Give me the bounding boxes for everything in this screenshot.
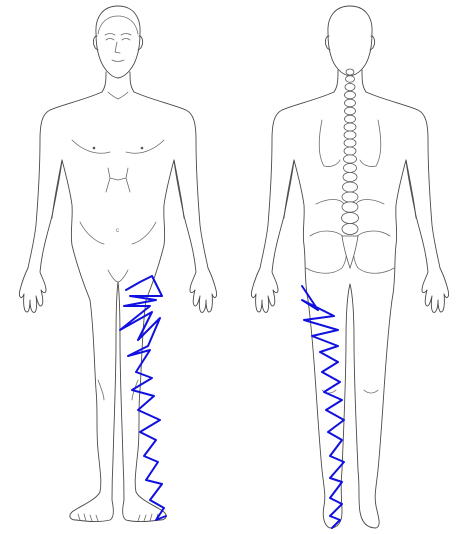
back-buttock-right <box>353 231 394 273</box>
pain-markings <box>120 276 344 528</box>
front-neck-right <box>130 72 134 92</box>
front-toes-right <box>138 514 158 521</box>
front-eye-right <box>122 39 130 41</box>
front-nipple-left <box>93 147 96 150</box>
front-neck-left <box>102 72 106 92</box>
front-hip-right <box>132 222 156 244</box>
front-groin <box>108 270 128 282</box>
front-collar <box>108 92 128 99</box>
front-hairline <box>98 16 138 34</box>
front-outline-left <box>19 92 113 522</box>
front-view: c <box>19 6 216 522</box>
front-knee-left <box>98 380 104 400</box>
back-inner-legs <box>342 284 358 470</box>
back-view <box>251 6 448 528</box>
front-toes-left <box>78 514 98 521</box>
back-buttock-left <box>306 231 347 273</box>
pain-scribble-back-leg <box>302 286 344 528</box>
back-scapula-right <box>360 120 381 167</box>
front-navel: c <box>116 228 119 234</box>
front-brow-left <box>105 34 115 36</box>
front-inner-legs <box>113 282 123 460</box>
front-nipple-right <box>141 147 144 150</box>
back-scapula-left <box>319 120 340 167</box>
back-knee-right <box>364 390 378 393</box>
back-neck-right <box>362 70 366 92</box>
front-chest-right <box>126 140 164 153</box>
front-brow-right <box>121 34 131 36</box>
spine <box>342 69 359 268</box>
back-head <box>328 6 372 76</box>
back-outline-left <box>251 92 342 528</box>
front-head <box>96 6 140 78</box>
front-hip-left <box>80 222 104 244</box>
front-ribs <box>106 168 130 192</box>
pain-scribble-front-leg <box>120 276 166 520</box>
front-eye-left <box>106 39 114 41</box>
back-outline-right <box>358 92 449 528</box>
back-neck-left <box>334 70 338 92</box>
front-nose <box>115 42 120 53</box>
front-chest-left <box>72 140 110 153</box>
front-mouth <box>112 60 124 62</box>
